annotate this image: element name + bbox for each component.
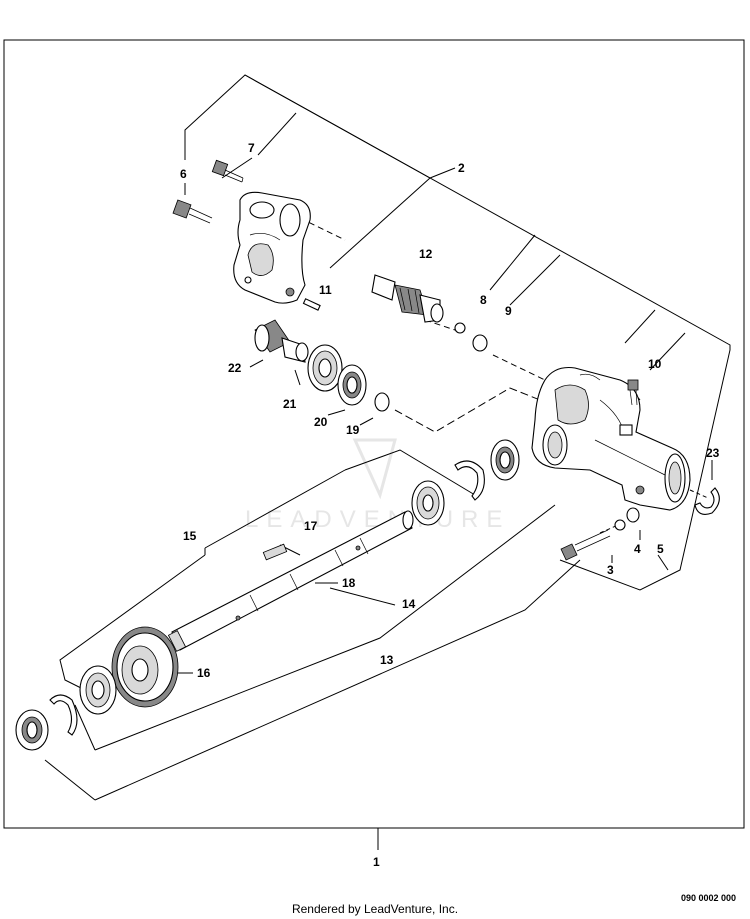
pinion-shaft-part-12	[371, 274, 444, 323]
nut-part-5	[626, 507, 640, 523]
callout-17: 17	[304, 519, 318, 533]
gear-part-16	[111, 626, 179, 708]
bolt-part-6	[172, 199, 213, 224]
ring-part-8	[454, 322, 466, 334]
seal-part-20	[337, 364, 367, 406]
seal-left	[15, 709, 49, 751]
callout-4: 4	[634, 542, 641, 556]
diagram-border	[3, 39, 745, 829]
callout-1: 1	[373, 855, 380, 869]
bearing-shaft-left	[79, 665, 117, 715]
callout-20: 20	[314, 415, 328, 429]
callout-11: 11	[319, 283, 332, 297]
key-part-17	[262, 543, 288, 561]
callout-13: 13	[380, 653, 394, 667]
upper-gear-housing	[233, 191, 311, 304]
watermark: LEADVENTURE	[245, 438, 502, 533]
spacer-part-9	[472, 334, 488, 352]
callout-7: 7	[248, 141, 255, 155]
callout-labels: 1 2 3 4 5 6 7 8 9 10 11 12 13 14 15 16 1…	[180, 141, 720, 869]
output-shaft	[167, 510, 414, 652]
oring-part-19	[374, 392, 390, 412]
callout-18: 18	[342, 576, 356, 590]
lower-gear-housing	[531, 366, 691, 511]
callout-8: 8	[480, 293, 487, 307]
washer-part-4	[614, 519, 626, 531]
callout-5: 5	[657, 542, 664, 556]
callout-22: 22	[228, 361, 242, 375]
bolt-part-7	[211, 159, 244, 183]
bearing-upper-right	[490, 439, 520, 481]
pin-part-11	[302, 298, 321, 311]
callout-16: 16	[197, 666, 211, 680]
footer-credit: Rendered by LeadVenture, Inc.	[291, 902, 459, 916]
callout-15: 15	[183, 529, 197, 543]
bearing-shaft-right	[411, 480, 445, 526]
callout-12: 12	[419, 247, 433, 261]
snap-ring-left	[49, 694, 78, 736]
snap-ring-part-23	[694, 487, 720, 515]
callout-2: 2	[458, 161, 465, 175]
diagram-code: 090 0002 000	[680, 893, 736, 903]
callout-21: 21	[283, 397, 297, 411]
pinion-gear-part-22	[254, 319, 309, 363]
callout-23: 23	[706, 446, 720, 460]
callout-10: 10	[648, 357, 662, 371]
callout-19: 19	[346, 423, 360, 437]
callout-3: 3	[607, 563, 614, 577]
bearing-part-21	[307, 344, 343, 392]
callout-9: 9	[505, 304, 512, 318]
callout-6: 6	[180, 167, 187, 181]
snap-ring-upper	[454, 460, 485, 501]
bolt-part-10	[627, 379, 639, 406]
bolt-part-3	[560, 529, 611, 561]
callout-14: 14	[402, 597, 416, 611]
